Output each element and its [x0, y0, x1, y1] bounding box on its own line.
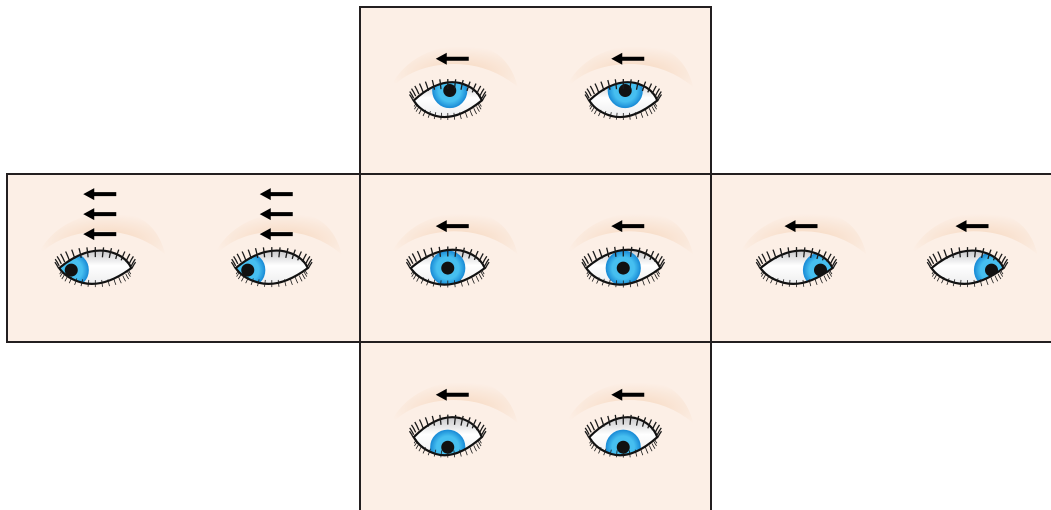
panel-gaze-down: [360, 342, 711, 510]
pupil: [617, 262, 630, 275]
panel-gaze-right: [711, 174, 1051, 342]
pupil: [441, 262, 454, 275]
panel-gaze-center: [360, 174, 711, 342]
panel-gaze-up: [360, 7, 711, 174]
panel-frame: [7, 174, 360, 342]
panel-frame: [360, 174, 711, 342]
panel-gaze-left: [7, 174, 360, 342]
